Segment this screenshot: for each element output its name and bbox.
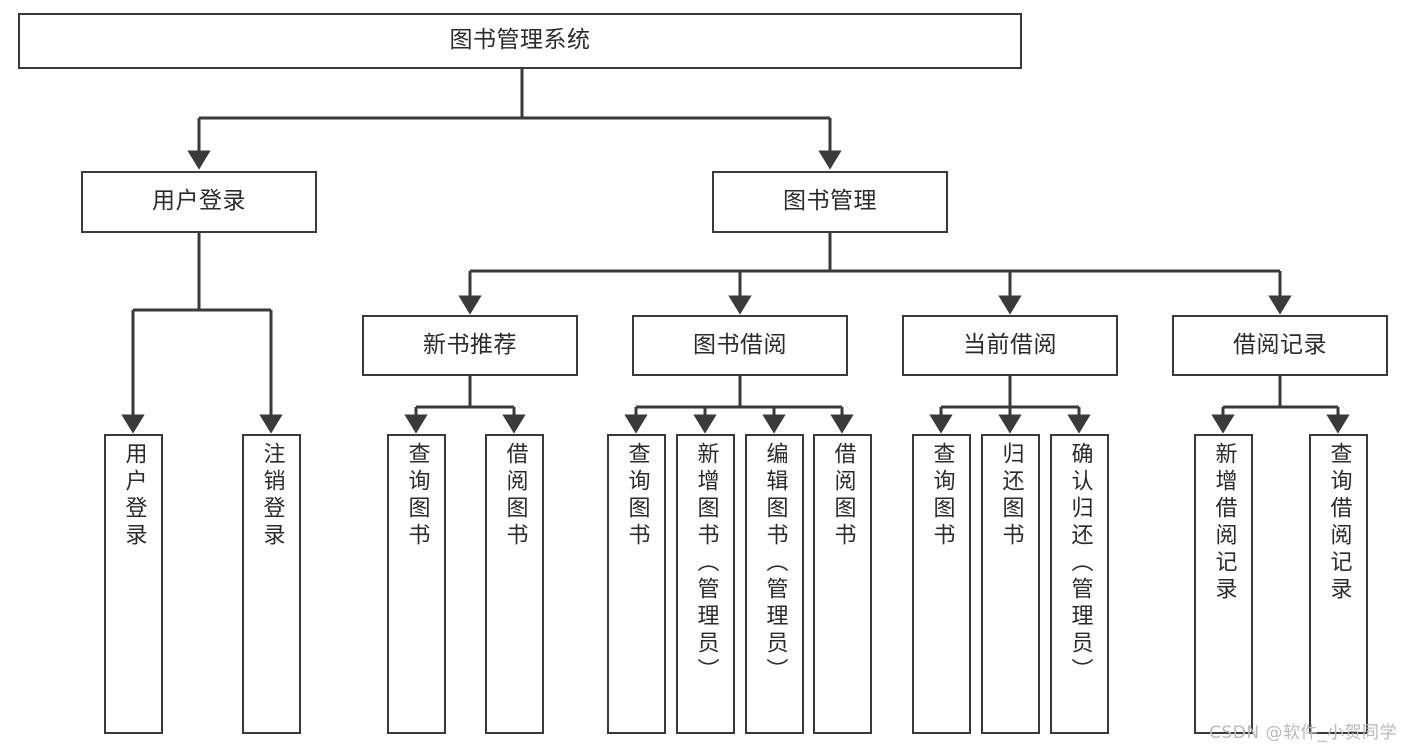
node-label: 当前借阅 [963, 331, 1057, 358]
node-label: 图书借阅 [693, 331, 787, 358]
leaf-record-query-borrow-record[interactable]: 查询借阅记录 [1309, 434, 1368, 734]
leaf-current-query-book[interactable]: 查询图书 [912, 434, 971, 734]
node-label: 新增图书（管理员） [693, 442, 719, 685]
node-book-borrow[interactable]: 图书借阅 [632, 315, 848, 376]
leaf-record-add-borrow-record[interactable]: 新增借阅记录 [1194, 434, 1253, 734]
leaf-recommend-borrow-book[interactable]: 借阅图书 [485, 434, 544, 734]
node-user-login[interactable]: 用户登录 [81, 171, 317, 233]
node-label: 用户登录 [121, 442, 147, 550]
leaf-borrow-query-book[interactable]: 查询图书 [607, 434, 666, 734]
csdn-watermark: CSDN @软件_小贺同学 [1209, 723, 1397, 743]
node-borrow-record[interactable]: 借阅记录 [1172, 315, 1388, 376]
leaf-current-confirm-return-admin[interactable]: 确认归还（管理员） [1050, 434, 1109, 734]
node-new-book-recommend[interactable]: 新书推荐 [362, 315, 578, 376]
leaf-borrow-borrow-book[interactable]: 借阅图书 [813, 434, 872, 734]
node-label: 图书管理系统 [449, 27, 591, 54]
leaf-borrow-add-book-admin[interactable]: 新增图书（管理员） [676, 434, 735, 734]
leaf-logout[interactable]: 注销登录 [242, 434, 301, 734]
node-label: 图书管理 [783, 188, 877, 215]
leaf-recommend-query-book[interactable]: 查询图书 [387, 434, 446, 734]
node-current-borrow[interactable]: 当前借阅 [902, 315, 1118, 376]
node-label: 新增借阅记录 [1211, 442, 1237, 604]
node-label: 查询图书 [624, 442, 650, 550]
node-label: 借阅图书 [502, 442, 528, 550]
node-book-management[interactable]: 图书管理 [712, 171, 948, 233]
leaf-borrow-edit-book-admin[interactable]: 编辑图书（管理员） [745, 434, 804, 734]
node-label: 用户登录 [152, 188, 246, 215]
node-label: 新书推荐 [423, 331, 517, 358]
node-label: 确认归还（管理员） [1067, 442, 1093, 685]
node-label: 编辑图书（管理员） [762, 442, 788, 685]
leaf-current-return-book[interactable]: 归还图书 [981, 434, 1040, 734]
node-label: 查询图书 [929, 442, 955, 550]
node-label: 查询图书 [404, 442, 430, 550]
node-label: 注销登录 [259, 442, 285, 550]
node-label: 归还图书 [998, 442, 1024, 550]
leaf-user-login[interactable]: 用户登录 [104, 434, 163, 734]
node-label: 借阅记录 [1233, 331, 1327, 358]
node-root-system[interactable]: 图书管理系统 [18, 13, 1022, 69]
node-label: 查询借阅记录 [1326, 442, 1352, 604]
node-label: 借阅图书 [830, 442, 856, 550]
